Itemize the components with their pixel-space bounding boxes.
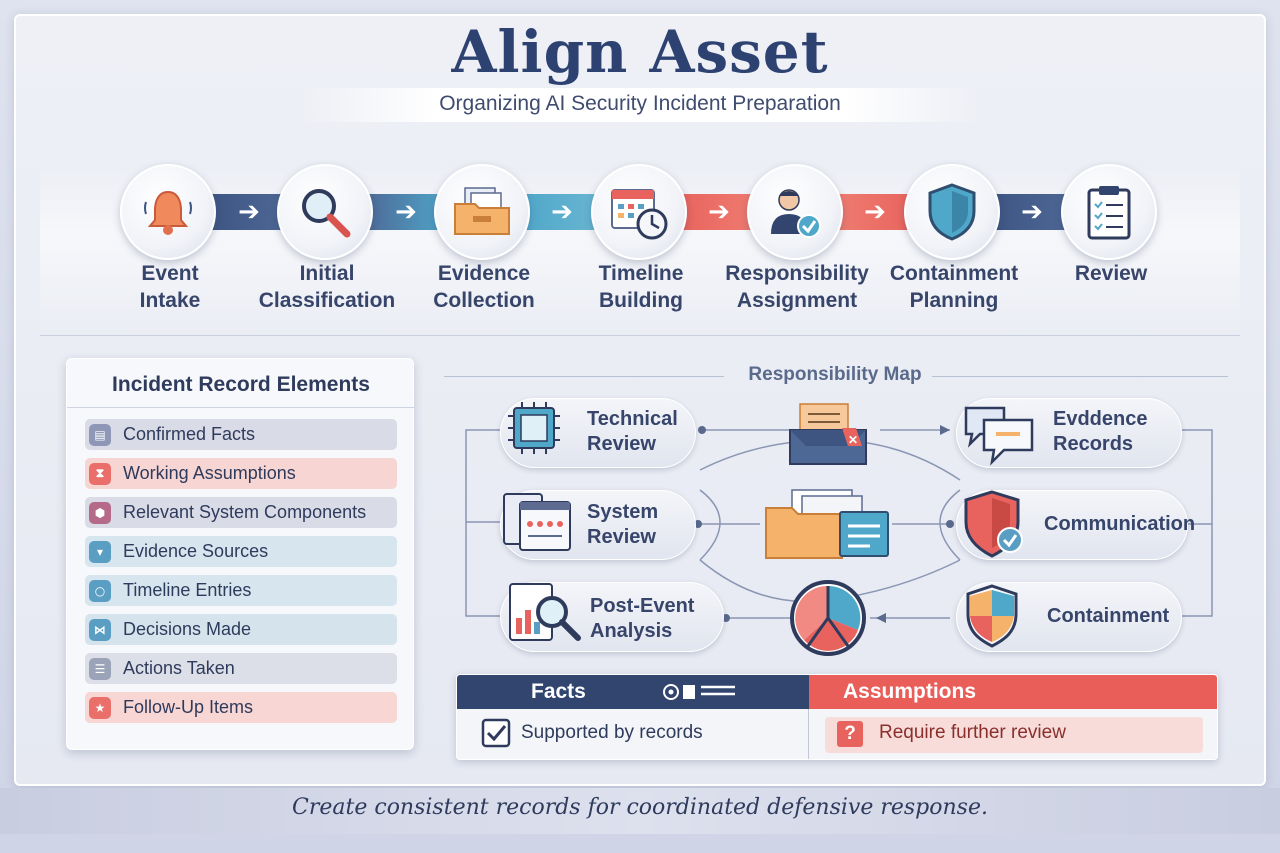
chip-icon [508,402,560,454]
node-label-technical-review: Technical Review [587,408,678,455]
star-icon: ★ [89,696,111,719]
step-label-responsibility-assignment: Responsibility Assignment [725,262,869,312]
map-title-line-right [932,376,1228,377]
element-relevant-system-components[interactable]: ⬢ Relevant System Components [85,497,397,528]
element-evidence-sources[interactable]: ▾ Evidence Sources [85,536,397,567]
element-label: Working Assumptions [123,463,296,483]
element-label: Relevant System Components [123,502,367,522]
incident-record-elements-panel: Incident Record Elements ▤ Confirmed Fac… [66,358,415,750]
bell-icon [144,190,192,235]
element-confirmed-facts[interactable]: ▤ Confirmed Facts [85,419,397,450]
element-timeline-entries[interactable]: ○ Timeline Entries [85,575,397,606]
magnifier-icon [302,189,351,238]
node-label-system-review: System Review [587,501,659,548]
facts-title: Facts [531,680,586,703]
footer-tagline: Create consistent records for coordinate… [292,795,988,820]
facts-assumptions-box: Facts Assumptions Supported by records ?… [456,674,1218,760]
calendar-clock-icon [611,189,668,240]
panel-title: Incident Record Elements [112,373,370,396]
hourglass-icon: ⧗ [89,462,111,485]
responsibility-map-title: Responsibility Map [748,364,922,385]
assumption-row [825,717,1203,753]
step-label-initial-classification: Initial Classification [258,262,396,312]
map-title-line-left [444,376,724,377]
node-label-communication: Communication [1044,513,1196,535]
element-decisions-made[interactable]: ⋈ Decisions Made [85,614,397,645]
id-card-icon [663,684,735,700]
footer-band [0,788,1280,834]
node-label-post-event-analysis: Post-Event Analysis [590,595,695,642]
step-timeline-building[interactable] [591,164,687,260]
arrow-segment-6: ➔ [989,194,1075,230]
assumptions-header: Assumptions [809,675,1217,709]
node-label-evidence-records: Evddence Records [1053,408,1148,455]
step-label-timeline-building: Timeline Building [598,262,684,312]
step-label-evidence-collection: Evidence Collection [433,262,535,312]
element-label: Follow-Up Items [123,697,254,717]
step-label-containment-planning: Containment Planning [889,262,1019,312]
gavel-icon: ⋈ [89,618,111,641]
question-icon: ? [837,721,863,747]
person-check-icon [771,189,821,238]
page-subtitle: Organizing AI Security Incident Preparat… [439,92,841,115]
quartered-shield-icon [966,584,1018,648]
element-label: Confirmed Facts [123,424,256,444]
report-magnifier-icon [509,583,581,641]
arrow-segment-3: ➔ [519,194,605,230]
clock-icon: ○ [89,579,111,602]
component-icon: ⬢ [89,501,111,524]
node-label-containment: Containment [1047,605,1170,627]
element-label: Actions Taken [123,658,235,678]
element-working-assumptions[interactable]: ⧗ Working Assumptions [85,458,397,489]
element-actions-taken[interactable]: ☰ Actions Taken [85,653,397,684]
element-follow-up-items[interactable]: ★ Follow-Up Items [85,692,397,723]
element-label: Evidence Sources [123,541,269,561]
step-label-event-intake: Event Intake [139,262,201,312]
element-label: Timeline Entries [123,580,252,600]
folder-icon [454,187,510,235]
svg-text:✕: ✕ [848,433,858,447]
step-review[interactable] [1061,164,1157,260]
arrow-segment-5: ➔ [832,194,918,230]
step-containment-planning[interactable] [904,164,1000,260]
page-title: Align Asset [451,18,829,86]
step-evidence-collection[interactable] [434,164,530,260]
chat-bubbles-icon [964,406,1034,466]
clipboard-icon [1087,186,1131,240]
list-icon: ☰ [89,657,111,680]
step-initial-classification[interactable] [277,164,373,260]
document-icon: ▤ [89,423,111,446]
step-label-review: Review [1074,262,1148,285]
checkbox-checked-icon[interactable] [481,718,511,748]
funnel-icon: ▾ [89,540,111,563]
panel-divider [67,407,415,408]
facts-header: Facts [457,675,809,709]
facts-description: Supported by records [521,722,703,743]
shield-check-icon [964,490,1023,558]
step-event-intake[interactable] [120,164,216,260]
step-responsibility-assignment[interactable] [747,164,843,260]
mail-tray-icon: ✕ [789,403,867,465]
shield-icon [928,183,976,241]
facts-assumptions-divider [808,709,809,759]
server-window-icon [503,493,571,551]
assumptions-description: Require further review [879,722,1066,743]
file-folders-icon [765,489,889,559]
assumptions-title: Assumptions [843,680,977,703]
element-label: Decisions Made [123,619,252,639]
pie-dial-icon [790,580,866,656]
subtitle-band [300,88,980,122]
